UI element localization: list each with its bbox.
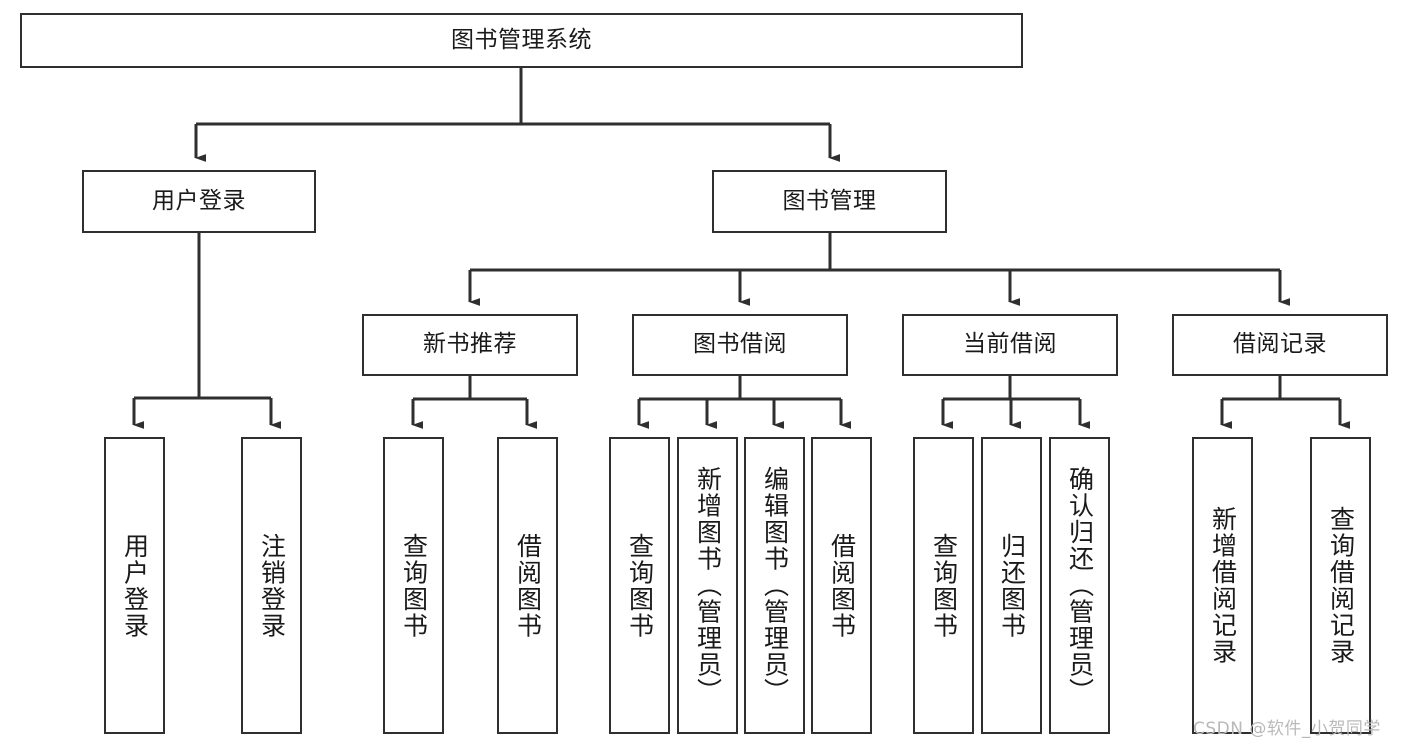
node-label: 编辑图书（管理员） [760, 466, 790, 705]
leaf-confirm-return-admin[interactable]: 确认归还（管理员） [1049, 437, 1110, 734]
leaf-borrow-book-recommend[interactable]: 借阅图书 [497, 437, 558, 734]
leaf-query-book-recommend[interactable]: 查询图书 [383, 437, 444, 734]
leaf-edit-book-admin[interactable]: 编辑图书（管理员） [744, 437, 805, 734]
leaf-return-book[interactable]: 归还图书 [981, 437, 1042, 734]
node-label: 新书推荐 [423, 331, 517, 358]
node-book-borrow[interactable]: 图书借阅 [632, 314, 848, 376]
node-label: 图书借阅 [693, 331, 787, 358]
node-label: 借阅图书 [827, 532, 857, 639]
node-label: 新增借阅记录 [1208, 506, 1238, 665]
node-label: 查询借阅记录 [1326, 506, 1356, 665]
node-book-management[interactable]: 图书管理 [712, 170, 947, 233]
node-label: 用户登录 [120, 532, 150, 639]
node-label: 查询图书 [399, 532, 429, 639]
node-new-book-recommend[interactable]: 新书推荐 [362, 314, 578, 376]
node-label: 图书管理 [782, 187, 877, 214]
node-label: 查询图书 [625, 532, 655, 639]
csdn-watermark: CSDN @软件_小贺同学 [1193, 719, 1381, 739]
leaf-query-book-current[interactable]: 查询图书 [913, 437, 974, 734]
node-label: 借阅图书 [513, 532, 543, 639]
node-label: 新增图书（管理员） [693, 466, 723, 705]
leaf-query-book-borrow[interactable]: 查询图书 [609, 437, 670, 734]
node-root-system[interactable]: 图书管理系统 [20, 13, 1023, 68]
leaf-borrow-book[interactable]: 借阅图书 [811, 437, 872, 734]
node-current-borrow[interactable]: 当前借阅 [902, 314, 1118, 376]
leaf-logout[interactable]: 注销登录 [241, 437, 302, 734]
leaf-add-book-admin[interactable]: 新增图书（管理员） [677, 437, 738, 734]
node-label: 用户登录 [152, 187, 246, 214]
node-label: 注销登录 [257, 532, 287, 639]
node-label: 确认归还（管理员） [1065, 466, 1095, 705]
node-user-login[interactable]: 用户登录 [82, 170, 316, 233]
node-label: 借阅记录 [1233, 331, 1327, 358]
leaf-add-borrow-record[interactable]: 新增借阅记录 [1192, 437, 1253, 734]
leaf-query-borrow-record[interactable]: 查询借阅记录 [1310, 437, 1371, 734]
node-borrow-record[interactable]: 借阅记录 [1172, 314, 1388, 376]
node-label: 查询图书 [929, 532, 959, 639]
node-label: 当前借阅 [963, 331, 1057, 358]
node-label: 归还图书 [997, 532, 1027, 639]
node-label: 图书管理系统 [451, 26, 592, 53]
leaf-user-login[interactable]: 用户登录 [104, 437, 165, 734]
